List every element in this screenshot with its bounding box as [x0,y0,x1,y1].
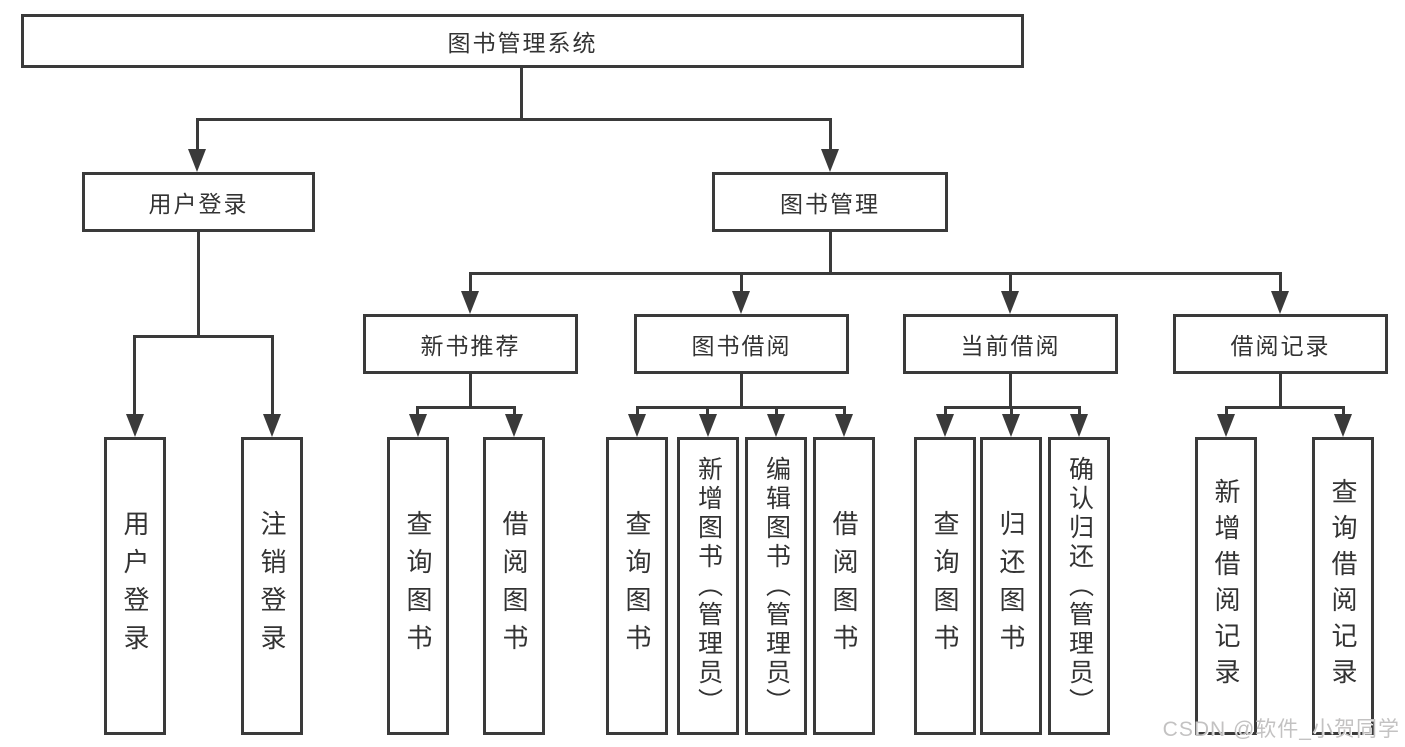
arrow-down-icon [1334,414,1352,437]
connector-line [197,232,200,338]
node-query-borrow-record: 查询借阅记录 [1312,437,1374,735]
node-query-books-borrowing: 查询图书 [606,437,668,735]
node-user-login: 用户登录 [82,172,315,232]
node-new-book-recommendation: 新书推荐 [363,314,578,374]
connector-line [1009,272,1012,293]
connector-line [775,406,778,417]
node-label: 编辑图书（管理员） [762,455,791,717]
csdn-watermark: CSDN @软件_小贺同学 [1162,718,1400,741]
connector-line [1342,406,1345,417]
connector-line [829,118,832,152]
arrow-down-icon [628,414,646,437]
node-user-login-function: 用户登录 [104,437,166,735]
node-label: 查询借阅记录 [1328,478,1358,694]
arrow-down-icon [1217,414,1235,437]
node-label: 新增借阅记录 [1211,478,1241,694]
node-label: 用户登录 [148,191,249,217]
connector-line [706,406,709,417]
node-label: 注销登录 [257,510,287,662]
node-label: 图书管理系统 [447,30,598,56]
node-label: 借阅图书 [829,510,859,662]
node-label: 新增图书（管理员） [694,455,723,717]
arrow-down-icon [699,414,717,437]
connector-line [636,406,639,417]
arrow-down-icon [409,414,427,437]
node-return-books: 归还图书 [980,437,1042,735]
node-confirm-return-admin: 确认归还（管理员） [1048,437,1110,735]
arrow-down-icon [1002,414,1020,437]
connector-line [133,335,136,417]
connector-line [1225,406,1228,417]
node-label: 用户登录 [120,510,150,662]
connector-line [469,374,472,409]
arrow-down-icon [263,414,281,437]
connector-line [829,232,832,275]
connector-line [133,335,274,338]
arrow-down-icon [505,414,523,437]
arrow-down-icon [188,149,206,172]
connector-line [513,406,516,417]
connector-line [1078,406,1081,417]
node-current-borrowing: 当前借阅 [903,314,1118,374]
node-library-management-system: 图书管理系统 [21,14,1024,68]
node-logout: 注销登录 [241,437,303,735]
node-query-books-recommendation: 查询图书 [387,437,449,735]
node-borrow-books-recommendation: 借阅图书 [483,437,545,735]
connector-line [1009,374,1012,409]
node-label: 新书推荐 [420,333,521,359]
node-label: 归还图书 [996,510,1026,662]
arrow-down-icon [1271,291,1289,314]
connector-line [416,406,516,409]
node-label: 借阅记录 [1230,333,1331,359]
arrow-down-icon [767,414,785,437]
node-add-books-admin: 新增图书（管理员） [677,437,739,735]
arrow-down-icon [461,291,479,314]
arrow-down-icon [1070,414,1088,437]
node-borrow-books: 借阅图书 [813,437,875,735]
connector-line [196,118,832,121]
node-book-borrowing: 图书借阅 [634,314,849,374]
connector-line [469,272,1282,275]
connector-line [1279,272,1282,293]
node-label: 借阅图书 [499,510,529,662]
connector-line [1010,406,1013,417]
node-borrowing-records: 借阅记录 [1173,314,1388,374]
arrow-down-icon [126,414,144,437]
node-add-borrow-record: 新增借阅记录 [1195,437,1257,735]
connector-line [1225,406,1345,409]
connector-line [636,406,846,409]
connector-line [740,374,743,409]
connector-line [416,406,419,417]
connector-line [196,118,199,152]
node-book-management: 图书管理 [712,172,948,232]
node-label: 当前借阅 [960,333,1061,359]
node-label: 确认归还（管理员） [1065,455,1094,717]
connector-line [843,406,846,417]
arrow-down-icon [821,149,839,172]
node-label: 查询图书 [622,510,652,662]
connector-line [469,272,472,293]
node-label: 查询图书 [403,510,433,662]
node-edit-books-admin: 编辑图书（管理员） [745,437,807,735]
node-label: 图书管理 [780,191,880,217]
node-query-books-current: 查询图书 [914,437,976,735]
connector-line [1279,374,1282,409]
arrow-down-icon [732,291,750,314]
node-label: 查询图书 [930,510,960,662]
connector-line [520,68,523,121]
node-label: 图书借阅 [691,333,792,359]
arrow-down-icon [936,414,954,437]
connector-line [271,335,274,417]
connector-line [944,406,947,417]
arrow-down-icon [835,414,853,437]
arrow-down-icon [1001,291,1019,314]
connector-line [740,272,743,293]
